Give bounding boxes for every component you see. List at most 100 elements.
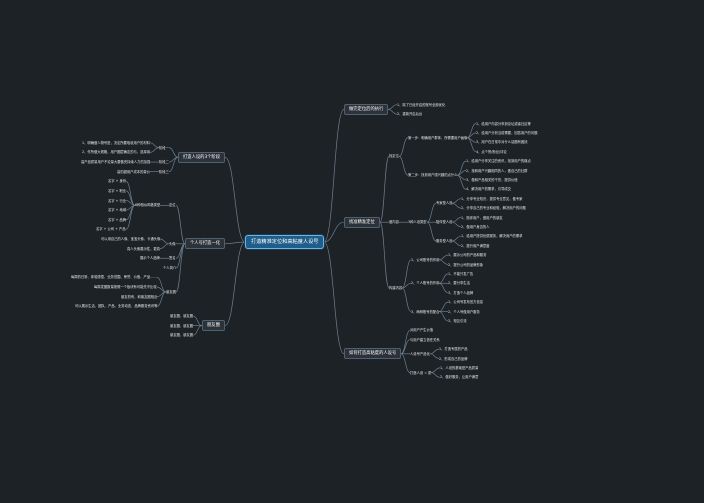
topic-node[interactable]: 名字 + 职业 bbox=[108, 188, 127, 193]
topic-node[interactable]: 每周的日常、体验感悟、业务范围、荣誉、价值、产品…… bbox=[71, 275, 157, 280]
topic-node[interactable]: 构建内容 bbox=[389, 286, 403, 290]
topic-node[interactable]: 定位 bbox=[169, 203, 176, 208]
topic-node[interactable]: 名字 + 身份 bbox=[108, 179, 127, 184]
topic-node[interactable]: 人设号产品化 bbox=[410, 351, 430, 356]
topic-node[interactable]: 2、给用户分析当前需要，回答用户的问题 bbox=[476, 130, 538, 135]
connector-line bbox=[387, 109, 398, 115]
topic-node[interactable]: 3、用户在日常中对什么话题有困扰 bbox=[476, 140, 528, 145]
topic-node[interactable]: 3、做和产品相关的干货，提供价值 bbox=[466, 177, 518, 182]
topic-node[interactable]: 1、人设的基础是产品质量 bbox=[440, 365, 479, 370]
topic-node[interactable]: 高产品质量用户不论量大要做完持续人力的加强 bbox=[81, 160, 151, 165]
topic-node[interactable]: 阶段一 bbox=[159, 145, 169, 150]
connector-line bbox=[426, 203, 437, 223]
topic-node[interactable]: 1、陪伴用户，做用户的朋友 bbox=[461, 215, 503, 220]
topic-node[interactable]: 每周发圈数量按照一个板块有可能先不比较 bbox=[94, 285, 157, 290]
topic-node[interactable]: 2、找和用户兴趣相同的人，做自己的社群 bbox=[466, 168, 528, 173]
topic-node[interactable]: 1、给用户内容分享到论坛或者社区等 bbox=[476, 121, 531, 126]
topic-node[interactable]: 3、相互引流 bbox=[448, 318, 467, 323]
branch-node[interactable]: 如何打造高粘度的人设号 bbox=[344, 348, 402, 360]
connector-line bbox=[224, 241, 246, 245]
connector-line bbox=[451, 240, 462, 247]
topic-node[interactable]: 2、个人账号的作用 bbox=[411, 281, 440, 286]
topic-node[interactable]: 阶段三 bbox=[159, 169, 169, 174]
topic-node[interactable]: 1、公司号发布官方信息 bbox=[448, 300, 484, 305]
topic-node[interactable]: 名字 + 地域 bbox=[108, 208, 127, 213]
topic-node[interactable]: 2、提升用户满意度 bbox=[461, 243, 490, 248]
topic-node[interactable]: 2、分享自己的专业和经验，解决用户的问题 bbox=[461, 206, 526, 211]
topic-node[interactable]: 签名 bbox=[169, 256, 176, 261]
topic-node[interactable]: 与用户建立信任关系 bbox=[410, 337, 440, 342]
branch-node[interactable]: 做完定位后的执行 bbox=[344, 103, 389, 115]
topic-node[interactable]: 第一步：明确用户群体、所需要用户画像 bbox=[408, 135, 468, 140]
connector-line bbox=[456, 174, 467, 190]
connector-line bbox=[398, 137, 409, 157]
topic-node[interactable]: 3、打造个人品牌 bbox=[448, 290, 474, 295]
topic-node[interactable]: 2、做好服务，让用户满意 bbox=[440, 375, 479, 380]
branch-node[interactable]: 打造人设的3个阶段 bbox=[178, 151, 226, 163]
topic-node[interactable]: 名字 + 公司 + 产品 bbox=[96, 227, 126, 232]
connector-line bbox=[159, 238, 170, 245]
topic-node[interactable]: 真人头像展示性，更真 bbox=[127, 246, 160, 251]
topic-node[interactable]: 名字 + 行业 bbox=[108, 198, 127, 203]
connector-line bbox=[438, 259, 449, 265]
topic-node[interactable]: 打造人设 = 质 bbox=[410, 370, 432, 375]
connector-line bbox=[400, 329, 411, 355]
topic-node[interactable]: 专家型人设 bbox=[436, 201, 453, 206]
topic-node[interactable]: 2、提升公司的品牌形象 bbox=[448, 262, 484, 267]
connector-line bbox=[401, 287, 412, 312]
connector-line bbox=[438, 254, 449, 261]
topic-node[interactable]: 4、解决用户的需求，引导成交 bbox=[466, 187, 511, 192]
topic-node[interactable]: 朋友圈、朋友圈 bbox=[170, 313, 194, 318]
topic-node[interactable]: 3种人设类型 bbox=[408, 220, 427, 225]
topic-node[interactable]: 1、公司账号的作用 bbox=[411, 257, 440, 262]
topic-node[interactable]: 1、除了已经开启的账号全部优化 bbox=[397, 102, 446, 107]
topic-node[interactable]: 1、给用户分享关注的资讯，找到用户的痛点 bbox=[466, 159, 531, 164]
connector-line bbox=[438, 301, 449, 312]
topic-node[interactable]: 展示个人品牌 bbox=[140, 256, 160, 261]
topic-node[interactable]: 可以展示生活、团队、产品、业务动态、品牌服务资讯等 bbox=[75, 304, 158, 309]
topic-node[interactable]: 2、重新开启后台 bbox=[397, 112, 423, 117]
topic-node[interactable]: 2、做用户身边的人 bbox=[461, 224, 490, 229]
topic-node[interactable]: 对用户产生价值 bbox=[410, 328, 434, 333]
topic-node[interactable]: 4、点个赞/粉丝/评论 bbox=[476, 149, 507, 154]
topic-node[interactable]: 名字 + 品牌 bbox=[108, 217, 127, 222]
topic-node[interactable]: 陪伴型人设 bbox=[436, 220, 453, 225]
topic-node[interactable]: 1、明确做人物号是，决定所要吸收用户的材料 bbox=[82, 140, 151, 145]
topic-node[interactable]: 头像 bbox=[169, 241, 176, 246]
connector-line bbox=[466, 137, 477, 153]
topic-node[interactable]: 2、形成自己的品牌 bbox=[439, 356, 468, 361]
topic-node[interactable]: 找定位 bbox=[389, 154, 399, 159]
topic-node[interactable]: 1、给用户提供优质服务，解决用户的需求 bbox=[461, 234, 523, 239]
topic-node[interactable]: 朋友的有，和朋友圈相近 bbox=[121, 294, 158, 299]
topic-node[interactable]: 阶段二 bbox=[159, 160, 169, 165]
topic-node[interactable]: 朋友圈 bbox=[166, 289, 176, 294]
connector-line bbox=[175, 243, 186, 293]
topic-node[interactable]: 1、不能只发广告 bbox=[448, 271, 474, 276]
topic-node[interactable]: 2、要分享生活 bbox=[448, 281, 470, 286]
topic-node[interactable]: 2、个人号做用户服务 bbox=[448, 309, 480, 314]
topic-node[interactable]: 服务型人设 bbox=[436, 239, 453, 243]
connector-line bbox=[323, 241, 345, 355]
connector-line bbox=[323, 221, 345, 243]
connector-line bbox=[451, 217, 462, 223]
topic-node[interactable]: 朋友圈、朋友圈 bbox=[170, 333, 194, 338]
topic-node[interactable]: 做内容 bbox=[389, 220, 399, 225]
branch-node[interactable]: 个人号打造一化 bbox=[185, 238, 226, 250]
topic-node[interactable]: 1、展示公司的产品和服务 bbox=[448, 253, 487, 258]
topic-node[interactable]: 个人简介 bbox=[163, 265, 177, 270]
branch-node[interactable]: 找准精准定位 bbox=[344, 216, 380, 228]
topic-node[interactable]: 1、分享专业知识，提供专业意见，做专家 bbox=[461, 196, 523, 201]
topic-node[interactable]: 1、打造专属的产品 bbox=[439, 347, 468, 352]
topic-node[interactable]: 第二步：找到用户感兴趣的点什么 bbox=[408, 173, 458, 178]
topic-node[interactable]: 3、两种账号的配合 bbox=[411, 309, 440, 314]
topic-node[interactable]: 6种相似风格类型 bbox=[135, 203, 161, 208]
topic-node[interactable]: 朋友圈、朋友圈 bbox=[170, 323, 194, 328]
topic-node[interactable]: 2、作所做大规格，用户圈层确定的与，选择用 bbox=[82, 150, 151, 155]
root-topic[interactable]: 打造精准定位和高粘度人设号 bbox=[245, 235, 325, 249]
connector-line bbox=[224, 156, 246, 243]
topic-node[interactable]: 可以用自己的人像、宝宝头像、卡通头像 bbox=[101, 237, 161, 241]
connector-line bbox=[430, 367, 441, 373]
branch-node[interactable]: 朋友圈 bbox=[202, 320, 225, 332]
topic-node[interactable]: 高的超用户成本的量价 bbox=[117, 169, 150, 174]
